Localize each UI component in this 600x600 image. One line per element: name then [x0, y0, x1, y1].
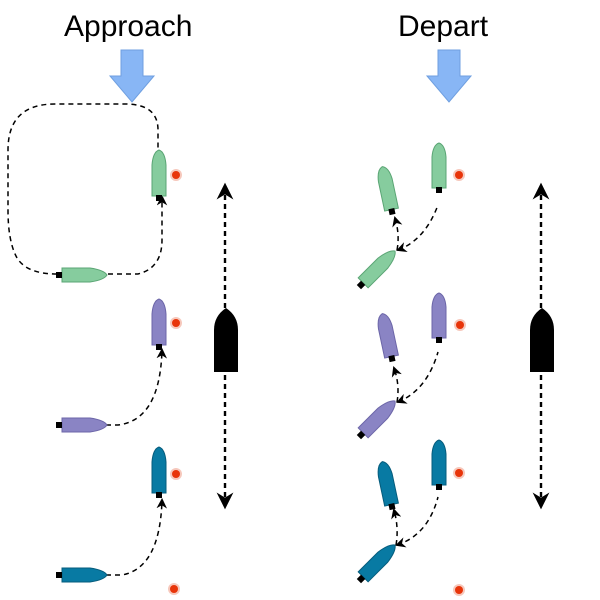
approach-mark-2	[170, 317, 182, 329]
depart-teal-boat-at-line	[431, 439, 447, 490]
depart-mark-4	[453, 584, 465, 596]
depart-flow-arrow	[425, 49, 473, 103]
depart-heading: Depart	[398, 10, 489, 43]
depart-purple-boat-start	[356, 400, 396, 440]
depart-purple-boat-at-line	[431, 292, 447, 343]
approach-mark-1	[170, 169, 182, 181]
depart-committee-boat	[530, 308, 554, 372]
approach-green-boat-at-line	[151, 149, 167, 201]
approach-teal-boat-at-line	[151, 446, 167, 498]
depart-purple-path-2	[396, 351, 439, 404]
depart-green-boat-start	[356, 250, 396, 290]
depart-purple-boat-tilted	[377, 313, 399, 363]
depart-green-path-1	[392, 215, 403, 251]
approach-committee-boat	[214, 308, 238, 372]
approach-purple-boat-at-line	[151, 298, 167, 350]
depart-mark-2	[454, 319, 466, 331]
approach-mark-3	[170, 468, 182, 480]
depart-teal-boat-tilted	[377, 461, 399, 511]
approach-mark-4	[168, 583, 180, 595]
depart-teal-path-1	[391, 507, 402, 546]
approach-green-boat-start	[56, 267, 108, 283]
approach-heading: Approach	[64, 10, 193, 43]
depart-mark-1	[453, 169, 465, 181]
approach-flow-arrow	[108, 49, 156, 103]
depart-mark-3	[453, 467, 465, 479]
depart-purple-path-1	[391, 366, 402, 403]
depart-green-boat-tilted	[377, 166, 399, 216]
approach-teal-path	[106, 497, 167, 576]
depart-teal-path-2	[395, 496, 439, 548]
depart-green-boat-at-line	[431, 142, 447, 193]
approach-purple-boat-start	[56, 417, 108, 433]
approach-green-path	[7, 103, 159, 275]
approach-purple-path	[106, 347, 168, 426]
depart-teal-boat-start	[356, 544, 396, 584]
depart-green-path-2	[396, 204, 439, 253]
approach-green-final-path	[108, 194, 168, 275]
approach-teal-boat-start	[56, 567, 108, 583]
